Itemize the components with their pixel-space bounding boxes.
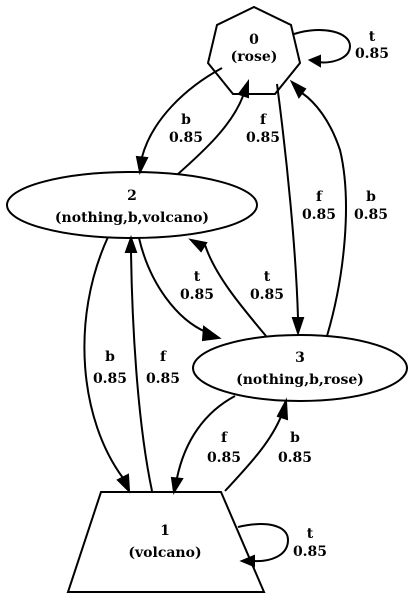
- edge-arrowhead: [276, 397, 289, 421]
- edge-action-label: b: [290, 430, 300, 446]
- edge-prob-label: 0.85: [93, 371, 127, 387]
- edge-arrowhead: [135, 155, 149, 176]
- node-3[interactable]: 3 (nothing,b,rose): [192, 334, 408, 402]
- node-1-trapezium-shape: [66, 491, 266, 593]
- edge-prob-label: 0.85: [293, 544, 327, 560]
- node-2[interactable]: 2 (nothing,b,volcano): [6, 171, 258, 239]
- edge-action-label: f: [260, 112, 267, 128]
- edge-line: [293, 29, 352, 64]
- edge-line: [130, 251, 153, 492]
- edge-arrowhead: [289, 79, 307, 99]
- edge-0-to-2[interactable]: b 0.85: [135, 67, 223, 176]
- edge-0-to-3[interactable]: f 0.85: [276, 83, 336, 337]
- edge-action-label: b: [105, 349, 115, 365]
- edge-prob-label: 0.85: [146, 371, 180, 387]
- edge-line: [204, 244, 267, 337]
- node-3-id: 3: [295, 350, 305, 366]
- node-1-id: 1: [160, 523, 170, 539]
- edge-0-to-0[interactable]: t 0.85: [293, 29, 389, 68]
- edge-action-label: t: [369, 29, 376, 45]
- edge-line: [177, 95, 244, 175]
- edge-2-to-0[interactable]: f 0.85: [177, 79, 280, 175]
- edge-3-to-1[interactable]: f 0.85: [170, 395, 241, 495]
- edge-arrowhead: [170, 476, 184, 495]
- edge-arrowhead: [237, 79, 249, 99]
- edge-action-label: f: [221, 430, 228, 446]
- node-0-id: 0: [249, 32, 259, 48]
- node-0-label: (rose): [231, 49, 278, 65]
- node-1[interactable]: 1 (volcano): [66, 491, 266, 593]
- edge-arrowhead: [291, 317, 305, 337]
- edge-action-label: t: [194, 269, 201, 285]
- edge-action-label: t: [264, 269, 271, 285]
- edge-line: [224, 413, 283, 492]
- node-0[interactable]: 0 (rose): [206, 5, 302, 95]
- edge-1-to-2[interactable]: f 0.85: [124, 235, 180, 492]
- node-0-heptagon-shape: [206, 5, 302, 95]
- edge-3-to-2[interactable]: t 0.85: [188, 238, 284, 337]
- node-1-label: (volcano): [128, 545, 201, 561]
- edge-1-to-3[interactable]: b 0.85: [224, 397, 312, 492]
- edge-arrowhead: [188, 238, 208, 253]
- edge-line: [237, 523, 290, 563]
- node-3-ellipse-shape: [192, 334, 408, 402]
- edge-line: [138, 237, 207, 333]
- edge-prob-label: 0.85: [207, 450, 241, 466]
- edge-prob-label: 0.85: [354, 207, 388, 223]
- edge-line: [83, 236, 124, 479]
- edge-2-to-1[interactable]: b 0.85: [83, 236, 131, 494]
- edge-line: [301, 92, 347, 337]
- edge-arrowhead: [239, 554, 255, 568]
- edge-prob-label: 0.85: [250, 287, 284, 303]
- node-2-id: 2: [127, 188, 137, 204]
- edge-arrowhead: [124, 235, 138, 253]
- edge-1-to-1[interactable]: t 0.85: [237, 523, 327, 568]
- edge-prob-label: 0.85: [302, 207, 336, 223]
- edge-prob-label: 0.85: [278, 450, 312, 466]
- edge-arrowhead: [116, 473, 131, 494]
- edge-arrowhead: [307, 54, 321, 68]
- edge-line: [141, 67, 223, 158]
- edge-line: [176, 395, 236, 479]
- edge-action-label: t: [307, 526, 314, 542]
- node-2-label: (nothing,b,volcano): [55, 210, 209, 226]
- edge-action-label: f: [160, 349, 167, 365]
- node-2-ellipse-shape: [6, 171, 258, 239]
- edge-prob-label: 0.85: [355, 46, 389, 62]
- edge-prob-label: 0.85: [246, 130, 280, 146]
- edge-2-to-3[interactable]: t 0.85: [138, 237, 222, 342]
- edge-action-label: b: [366, 189, 376, 205]
- edge-line: [276, 83, 299, 319]
- edge-prob-label: 0.85: [169, 130, 203, 146]
- edge-action-label: f: [316, 189, 323, 205]
- edge-action-label: b: [181, 112, 191, 128]
- node-3-label: (nothing,b,rose): [236, 372, 364, 388]
- edge-arrowhead: [201, 325, 222, 342]
- edge-3-to-0[interactable]: b 0.85: [289, 79, 388, 337]
- edge-prob-label: 0.85: [180, 287, 214, 303]
